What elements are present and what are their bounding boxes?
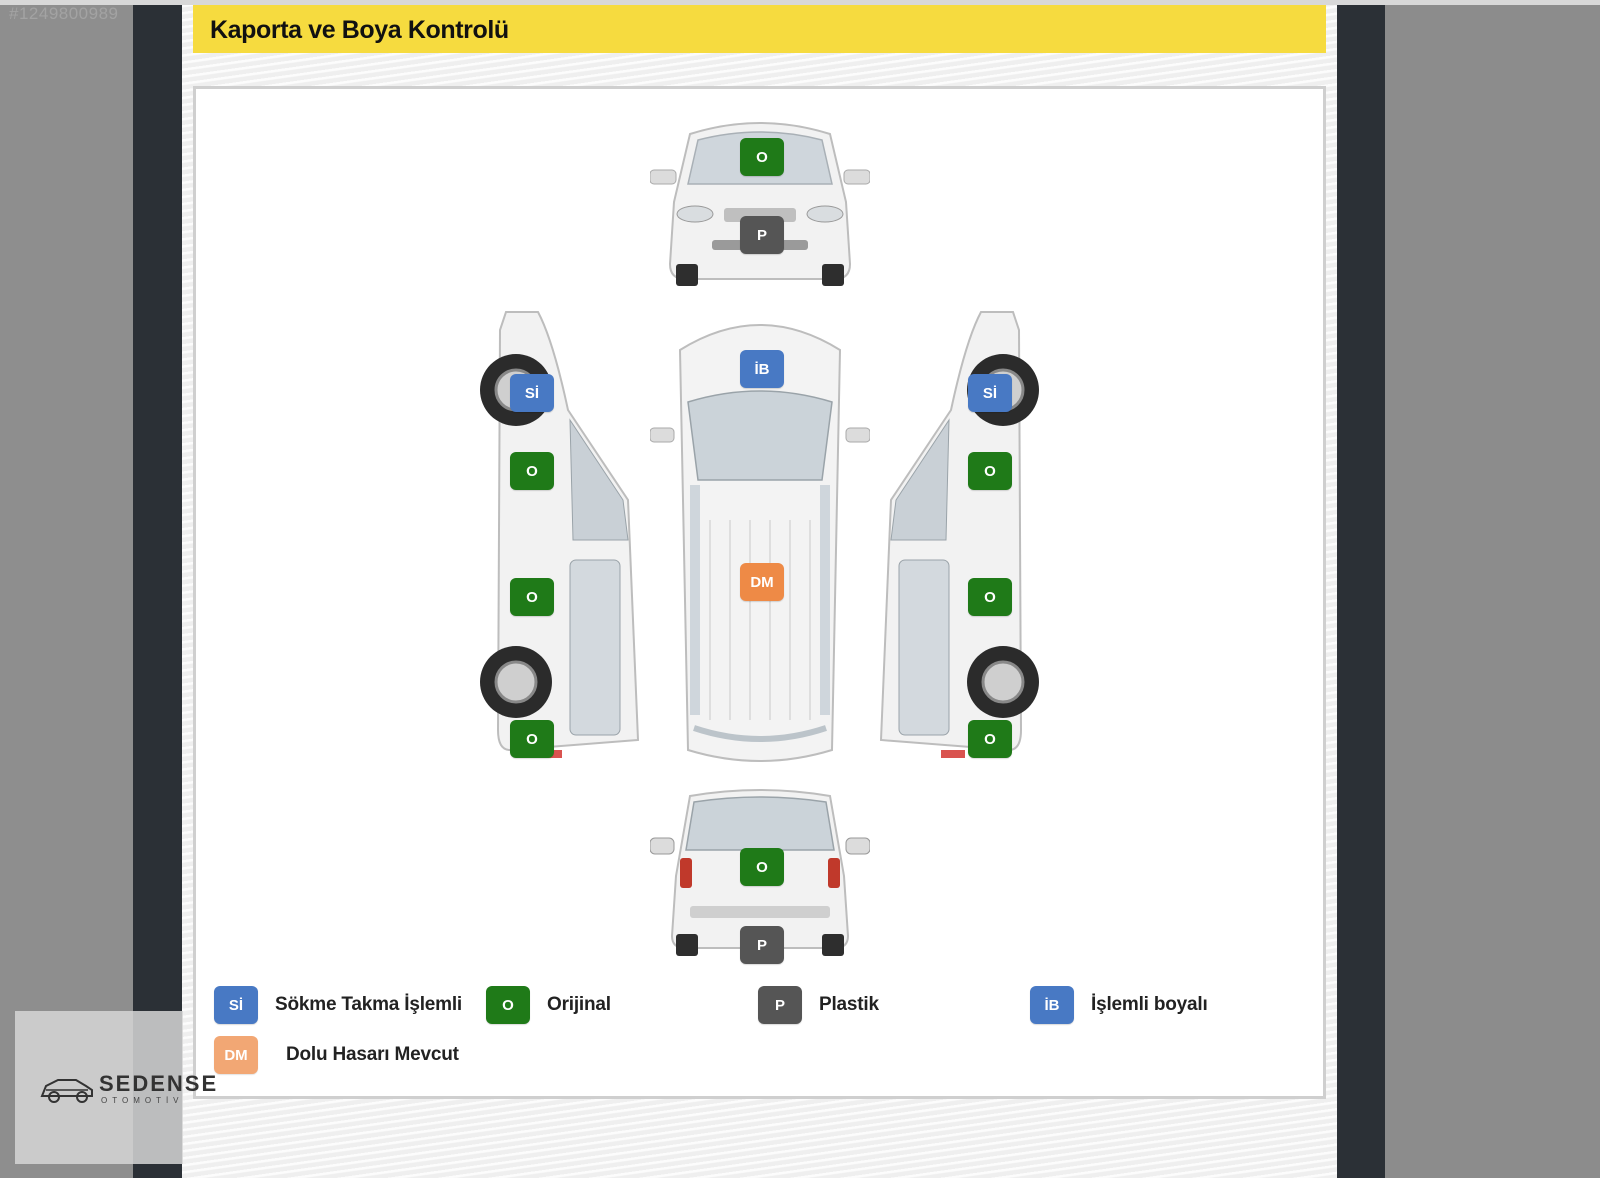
section-title: Kaporta ve Boya Kontrolü	[210, 16, 509, 44]
badge-roof-middle: DM	[740, 563, 784, 601]
badge-left-rear-fender: O	[510, 720, 554, 758]
dealer-name: SEDENSE	[99, 1071, 219, 1096]
car-right-side-view	[866, 310, 1041, 770]
section-header: Kaporta ve Boya Kontrolü	[193, 5, 1326, 53]
car-top-view	[650, 310, 870, 770]
legend-label: Orijinal	[547, 994, 611, 1015]
badge-right-rear-door: O	[968, 578, 1012, 616]
badge-roof-front: İB	[740, 350, 784, 388]
badge-rear-bumper: P	[740, 926, 784, 964]
badge-left-rear-door: O	[510, 578, 554, 616]
right-margin	[1385, 5, 1600, 1178]
badge-rear-tailgate: O	[740, 848, 784, 886]
legend-orijinal: O Orijinal	[486, 986, 611, 1024]
legend-sokme-takma: Sİ Sökme Takma İşlemli	[214, 986, 462, 1024]
badge-front-hood: O	[740, 138, 784, 176]
legend-badge: P	[758, 986, 802, 1024]
legend-label: Plastik	[819, 994, 879, 1015]
car-left-side-view	[478, 310, 653, 770]
legend-label: Dolu Hasarı Mevcut	[286, 1044, 459, 1065]
badge-right-front-fender: Sİ	[968, 374, 1012, 412]
legend-label: İşlemli boyalı	[1091, 994, 1208, 1015]
legend-dolu-hasari: DM Dolu Hasarı Mevcut	[214, 1036, 459, 1074]
badge-right-rear-fender: O	[968, 720, 1012, 758]
listing-id-watermark: #1249800989	[9, 4, 119, 23]
legend-badge: DM	[214, 1036, 258, 1074]
badge-right-front-door: O	[968, 452, 1012, 490]
legend-badge: İB	[1030, 986, 1074, 1024]
dealer-tagline: OTOMOTİV	[101, 1096, 184, 1105]
legend-islemli-boyali: İB İşlemli boyalı	[1030, 986, 1208, 1024]
dealer-logo-overlay	[15, 1011, 183, 1164]
legend-badge: Sİ	[214, 986, 258, 1024]
badge-front-bumper: P	[740, 216, 784, 254]
frame-right	[1337, 5, 1385, 1178]
frame-left	[133, 5, 182, 1178]
badge-left-front-door: O	[510, 452, 554, 490]
legend-label: Sökme Takma İşlemli	[275, 994, 462, 1015]
dealer-car-logo-icon	[40, 1072, 94, 1109]
badge-left-front-fender: Sİ	[510, 374, 554, 412]
top-border	[0, 0, 1600, 5]
legend-plastik: P Plastik	[758, 986, 879, 1024]
legend-badge: O	[486, 986, 530, 1024]
